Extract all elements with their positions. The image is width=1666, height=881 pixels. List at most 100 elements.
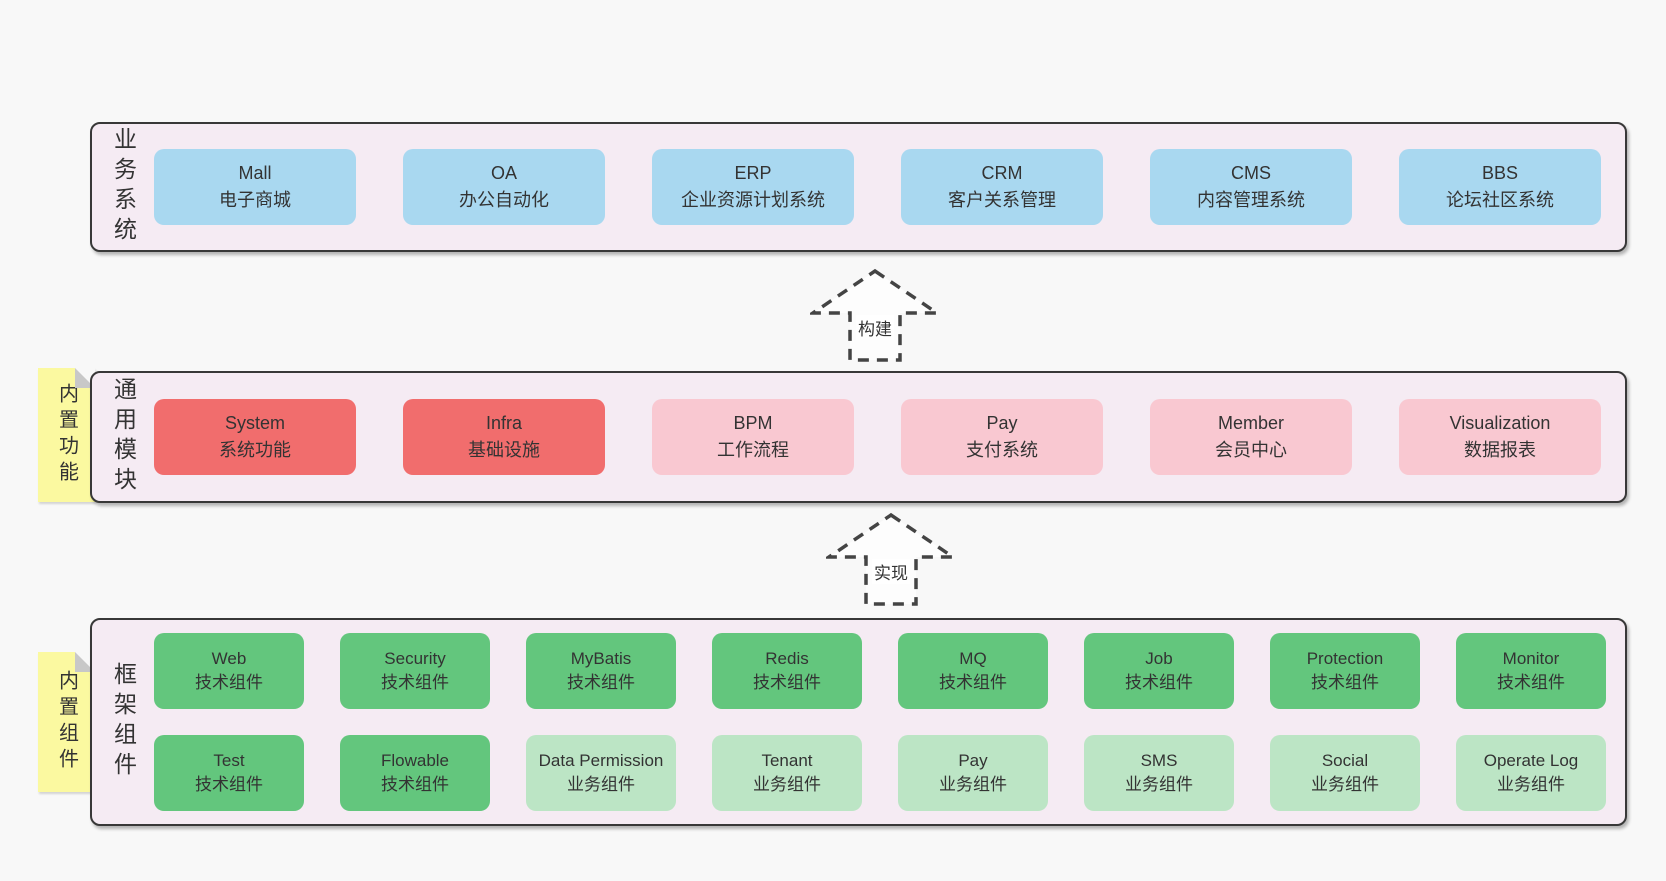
box-subtitle: 企业资源计划系统 xyxy=(681,190,825,210)
arrow-build-label: 构建 xyxy=(856,315,894,340)
box-subtitle: 业务组件 xyxy=(567,775,635,794)
box-system: System 系统功能 xyxy=(154,399,356,475)
component-row-2: Test 技术组件 Flowable 技术组件 Data Permission … xyxy=(154,735,1606,811)
box-bpm: BPM 工作流程 xyxy=(652,399,854,475)
box-title: CRM xyxy=(981,163,1023,183)
box-subtitle: 工作流程 xyxy=(717,440,789,460)
box-member: Member 会员中心 xyxy=(1150,399,1352,475)
box-security: Security 技术组件 xyxy=(340,633,490,709)
component-row-1: Web 技术组件 Security 技术组件 MyBatis 技术组件 Redi… xyxy=(154,633,1606,709)
box-title: Pay xyxy=(986,413,1018,433)
box-subtitle: 业务组件 xyxy=(1497,775,1565,794)
box-subtitle: 技术组件 xyxy=(939,673,1007,692)
section-label-components: 框架组件 xyxy=(110,662,137,782)
box-title: OA xyxy=(490,163,517,183)
box-title: CMS xyxy=(1231,163,1271,183)
box-title: Data Permission xyxy=(538,751,664,770)
box-monitor: Monitor 技术组件 xyxy=(1456,633,1606,709)
box-subtitle: 论坛社区系统 xyxy=(1446,190,1554,210)
box-title: Job xyxy=(1145,649,1173,668)
box-oa: OA 办公自动化 xyxy=(403,149,605,225)
box-protection: Protection 技术组件 xyxy=(1270,633,1420,709)
box-title: Member xyxy=(1217,413,1284,433)
box-subtitle: 技术组件 xyxy=(381,673,449,692)
box-title: Visualization xyxy=(1449,413,1551,433)
section-label-column: 业务系统 xyxy=(92,124,154,250)
arrow-implement: 实现 xyxy=(826,512,956,607)
box-subtitle: 基础设施 xyxy=(468,440,540,460)
box-title: MyBatis xyxy=(570,649,632,668)
box-subtitle: 电子商城 xyxy=(219,190,291,210)
box-title: Flowable xyxy=(380,751,450,770)
box-mq: MQ 技术组件 xyxy=(898,633,1048,709)
box-title: Tenant xyxy=(761,751,813,770)
box-title: Web xyxy=(211,649,247,668)
box-title: Security xyxy=(384,649,446,668)
box-subtitle: 数据报表 xyxy=(1464,440,1536,460)
box-erp: ERP 企业资源计划系统 xyxy=(652,149,854,225)
box-subtitle: 业务组件 xyxy=(939,775,1007,794)
sticky-text: 内置组件 xyxy=(55,670,78,774)
box-pay-system: Pay 支付系统 xyxy=(901,399,1103,475)
box-subtitle: 技术组件 xyxy=(195,673,263,692)
box-title: Monitor xyxy=(1502,649,1560,668)
component-rows: Web 技术组件 Security 技术组件 MyBatis 技术组件 Redi… xyxy=(154,620,1629,824)
box-mall: Mall 电子商城 xyxy=(154,149,356,225)
box-subtitle: 技术组件 xyxy=(567,673,635,692)
box-subtitle: 客户关系管理 xyxy=(948,190,1056,210)
box-title: BPM xyxy=(733,413,773,433)
box-social: Social 业务组件 xyxy=(1270,735,1420,811)
box-subtitle: 会员中心 xyxy=(1215,440,1287,460)
module-boxes: System 系统功能 Infra 基础设施 BPM 工作流程 Pay 支付系统… xyxy=(154,373,1629,501)
box-subtitle: 技术组件 xyxy=(1497,673,1565,692)
box-title: System xyxy=(224,413,285,433)
box-title: Pay xyxy=(958,751,988,770)
box-title: SMS xyxy=(1140,751,1178,770)
box-crm: CRM 客户关系管理 xyxy=(901,149,1103,225)
box-title: Social xyxy=(1321,751,1369,770)
box-subtitle: 技术组件 xyxy=(753,673,821,692)
box-subtitle: 技术组件 xyxy=(1125,673,1193,692)
box-title: BBS xyxy=(1481,163,1519,183)
sticky-note-builtin-components: 内置组件 xyxy=(38,652,95,792)
box-title: MQ xyxy=(959,649,987,668)
section-label-column: 通用模块 xyxy=(92,373,154,501)
box-mybatis: MyBatis 技术组件 xyxy=(526,633,676,709)
arrow-build: 构建 xyxy=(810,268,940,363)
box-tenant: Tenant 业务组件 xyxy=(712,735,862,811)
box-subtitle: 技术组件 xyxy=(1311,673,1379,692)
arrow-implement-label: 实现 xyxy=(872,559,910,584)
box-infra: Infra 基础设施 xyxy=(403,399,605,475)
box-subtitle: 内容管理系统 xyxy=(1197,190,1305,210)
box-subtitle: 支付系统 xyxy=(966,440,1038,460)
box-title: Redis xyxy=(765,649,809,668)
box-title: Operate Log xyxy=(1483,751,1579,770)
box-cms: CMS 内容管理系统 xyxy=(1150,149,1352,225)
box-test: Test 技术组件 xyxy=(154,735,304,811)
box-bbs: BBS 论坛社区系统 xyxy=(1399,149,1601,225)
box-visualization: Visualization 数据报表 xyxy=(1399,399,1601,475)
box-web: Web 技术组件 xyxy=(154,633,304,709)
box-title: Protection xyxy=(1306,649,1384,668)
box-subtitle: 技术组件 xyxy=(381,775,449,794)
section-common-modules: 通用模块 System 系统功能 Infra 基础设施 BPM 工作流程 Pay… xyxy=(90,371,1627,503)
box-redis: Redis 技术组件 xyxy=(712,633,862,709)
business-boxes: Mall 电子商城 OA 办公自动化 ERP 企业资源计划系统 CRM 客户关系… xyxy=(154,124,1629,250)
box-subtitle: 办公自动化 xyxy=(459,190,549,210)
box-subtitle: 系统功能 xyxy=(219,440,291,460)
box-operate-log: Operate Log 业务组件 xyxy=(1456,735,1606,811)
section-label-business: 业务系统 xyxy=(110,127,137,247)
box-title: Test xyxy=(213,751,245,770)
box-subtitle: 业务组件 xyxy=(1125,775,1193,794)
box-sms: SMS 业务组件 xyxy=(1084,735,1234,811)
sticky-note-builtin-features: 内置功能 xyxy=(38,368,95,502)
box-subtitle: 业务组件 xyxy=(753,775,821,794)
box-title: Mall xyxy=(238,163,272,183)
box-title: Infra xyxy=(485,413,523,433)
section-label-modules: 通用模块 xyxy=(110,377,137,497)
box-flowable: Flowable 技术组件 xyxy=(340,735,490,811)
box-subtitle: 业务组件 xyxy=(1311,775,1379,794)
section-framework-components: 框架组件 Web 技术组件 Security 技术组件 MyBatis 技术组件… xyxy=(90,618,1627,826)
box-job: Job 技术组件 xyxy=(1084,633,1234,709)
